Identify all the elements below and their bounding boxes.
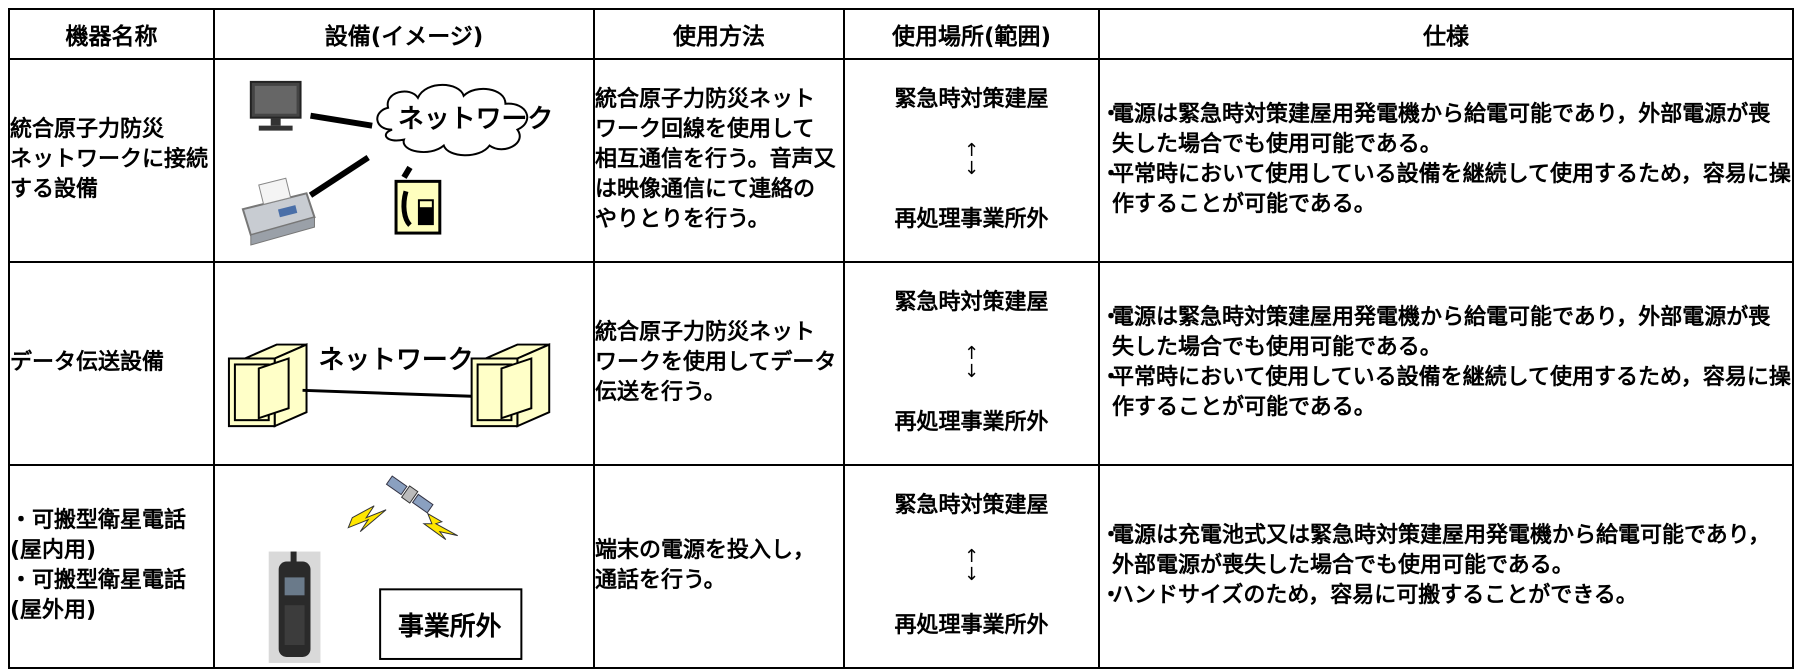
method-line: 端末の電源を投入し， bbox=[595, 538, 816, 564]
scope-to: 再処理事業所外 bbox=[894, 410, 1049, 436]
satellite-icon bbox=[385, 475, 434, 514]
table-row: 統合原子力防災 ネットワークに接続 する設備 bbox=[8, 58, 1794, 263]
equipment-image-cell: ネットワーク bbox=[213, 58, 595, 263]
table-row: ・可搬型衛星電話 (屋内用) ・可搬型衛星電話 (屋外用) bbox=[8, 463, 1794, 669]
spec-item: ・ 電源は充電池式又は緊急時対策建屋用発電機から給電可能であり，外部電源が喪失し… bbox=[1100, 521, 1792, 581]
link-line bbox=[308, 154, 370, 198]
arrow-up-icon: ↑ bbox=[963, 140, 980, 162]
spec-item: ・ 電源は緊急時対策建屋用発電機から給電可能であり，外部電源が喪失した場合でも使… bbox=[1100, 100, 1792, 160]
satellite-phone-diagram: 事業所外 bbox=[268, 475, 523, 663]
method-line: 伝送を行う。 bbox=[595, 380, 726, 406]
link-line bbox=[310, 112, 373, 129]
method-line: 通話を行う。 bbox=[595, 568, 726, 594]
method-line: 相互通信を行う。音声又 bbox=[595, 147, 836, 173]
method-line: やりとりを行う。 bbox=[595, 207, 770, 233]
spec-item: ・ 平常時において使用している設備を継続して使用するため，容易に操作することが可… bbox=[1100, 160, 1792, 220]
fax-machine-icon bbox=[241, 177, 316, 246]
bullet: ・ bbox=[1100, 583, 1123, 609]
equipment-name-line: 統合原子力防災 bbox=[10, 117, 165, 143]
terminal-icon bbox=[470, 342, 551, 428]
equipment-name-line: ・可搬型衛星電話 bbox=[10, 508, 187, 534]
usage-method-cell: 統合原子力防災ネット ワークを使用してデータ 伝送を行う。 bbox=[593, 260, 845, 466]
equipment-name-cell: ・可搬型衛星電話 (屋内用) ・可搬型衛星電話 (屋外用) bbox=[8, 463, 215, 669]
method-line: は映像通信にて連絡の bbox=[595, 177, 816, 203]
header-row: 機器名称 設備(イメージ) 使用方法 使用場所(範囲) 仕様 bbox=[8, 8, 1794, 60]
usage-method-cell: 統合原子力防災ネット ワーク回線を使用して 相互通信を行う。音声又 は映像通信に… bbox=[593, 58, 845, 263]
network-label: ネットワーク bbox=[398, 105, 553, 135]
spec-item: ・ 電源は緊急時対策建屋用発電機から給電可能であり，外部電源が喪失した場合でも使… bbox=[1100, 303, 1792, 363]
bullet: ・ bbox=[1100, 523, 1123, 549]
header-equipment-name: 機器名称 bbox=[8, 8, 215, 60]
arrow-up-icon: ↑ bbox=[963, 343, 980, 365]
scope-from: 緊急時対策建屋 bbox=[894, 493, 1049, 519]
bullet: ・ bbox=[1100, 365, 1123, 391]
cloud-icon bbox=[376, 84, 529, 157]
arrow-down-icon: ↓ bbox=[963, 158, 980, 180]
specification-cell: ・ 電源は充電池式又は緊急時対策建屋用発電機から給電可能であり，外部電源が喪失し… bbox=[1098, 463, 1794, 669]
spec-text: 電源は緊急時対策建屋用発電機から給電可能であり，外部電源が喪失した場合でも使用可… bbox=[1112, 305, 1771, 361]
location-box bbox=[379, 588, 523, 660]
method-line: ワークを使用してデータ bbox=[595, 350, 837, 376]
method-line: ワーク回線を使用して bbox=[595, 117, 815, 143]
equipment-name-line: (屋内用) bbox=[10, 538, 97, 564]
spec-item: ・ 平常時において使用している設備を継続して使用するため，容易に操作することが可… bbox=[1100, 363, 1792, 423]
equipment-name-line: (屋外用) bbox=[10, 598, 97, 624]
network-label: ネットワーク bbox=[318, 345, 473, 375]
link-line bbox=[302, 388, 472, 398]
data-transfer-diagram: ネットワーク bbox=[227, 342, 551, 428]
location-label: 事業所外 bbox=[398, 612, 502, 642]
link-line bbox=[401, 165, 413, 179]
spec-text: 電源は緊急時対策建屋用発電機から給電可能であり，外部電源が喪失した場合でも使用可… bbox=[1112, 102, 1771, 158]
specification-cell: ・ 電源は緊急時対策建屋用発電機から給電可能であり，外部電源が喪失した場合でも使… bbox=[1098, 58, 1794, 263]
usage-method-cell: 端末の電源を投入し， 通話を行う。 bbox=[593, 463, 845, 669]
method-line: 統合原子力防災ネット bbox=[595, 320, 816, 346]
equipment-name-line: する設備 bbox=[10, 177, 99, 203]
spec-item: ・ ハンドサイズのため，容易に可搬することができる。 bbox=[1100, 581, 1792, 611]
usage-scope-cell: 緊急時対策建屋 ↑ ↓ 再処理事業所外 bbox=[843, 463, 1100, 669]
spec-text: ハンドサイズのため，容易に可搬することができる。 bbox=[1112, 583, 1638, 609]
scope-to: 再処理事業所外 bbox=[894, 613, 1049, 639]
table-row: データ伝送設備 bbox=[8, 260, 1794, 466]
signal-icon bbox=[422, 512, 458, 540]
equipment-name-cell: 統合原子力防災 ネットワークに接続 する設備 bbox=[8, 58, 215, 263]
spec-text: 電源は充電池式又は緊急時対策建屋用発電機から給電可能であり，外部電源が喪失した場… bbox=[1112, 523, 1771, 579]
bullet: ・ bbox=[1100, 162, 1123, 188]
terminal-icon bbox=[227, 342, 308, 428]
bullet: ・ bbox=[1100, 305, 1123, 331]
specification-cell: ・ 電源は緊急時対策建屋用発電機から給電可能であり，外部電源が喪失した場合でも使… bbox=[1098, 260, 1794, 466]
arrow-down-icon: ↓ bbox=[963, 564, 980, 586]
satellite-phone-icon bbox=[268, 551, 321, 663]
equipment-name-line: ネットワークに接続 bbox=[10, 147, 209, 173]
equipment-name-line: ・可搬型衛星電話 bbox=[10, 568, 187, 594]
equipment-name-cell: データ伝送設備 bbox=[8, 260, 215, 466]
spec-text: 平常時において使用している設備を継続して使用するため，容易に操作することが可能で… bbox=[1112, 365, 1791, 421]
header-equipment-image: 設備(イメージ) bbox=[213, 8, 595, 60]
header-usage-method: 使用方法 bbox=[593, 8, 845, 60]
bullet: ・ bbox=[1100, 102, 1123, 128]
method-line: 統合原子力防災ネット bbox=[595, 87, 816, 113]
monitor-icon bbox=[249, 80, 302, 131]
equipment-name-line: データ伝送設備 bbox=[10, 350, 165, 376]
signal-icon bbox=[347, 505, 387, 532]
equipment-image-cell: 事業所外 bbox=[213, 463, 595, 669]
scope-from: 緊急時対策建屋 bbox=[894, 290, 1049, 316]
arrow-down-icon: ↓ bbox=[963, 361, 980, 383]
scope-from: 緊急時対策建屋 bbox=[894, 87, 1049, 113]
header-usage-scope: 使用場所(範囲) bbox=[843, 8, 1100, 60]
arrow-up-icon: ↑ bbox=[963, 546, 980, 568]
equipment-table: 機器名称 設備(イメージ) 使用方法 使用場所(範囲) 仕様 統合原子力防災 ネ… bbox=[8, 8, 1794, 669]
telephone-icon bbox=[394, 179, 442, 235]
usage-scope-cell: 緊急時対策建屋 ↑ ↓ 再処理事業所外 bbox=[843, 58, 1100, 263]
spec-text: 平常時において使用している設備を継続して使用するため，容易に操作することが可能で… bbox=[1112, 162, 1791, 218]
usage-scope-cell: 緊急時対策建屋 ↑ ↓ 再処理事業所外 bbox=[843, 260, 1100, 466]
equipment-image-cell: ネットワーク bbox=[213, 260, 595, 466]
header-specification: 仕様 bbox=[1098, 8, 1794, 60]
network-diagram: ネットワーク bbox=[241, 80, 553, 246]
scope-to: 再処理事業所外 bbox=[894, 207, 1049, 233]
